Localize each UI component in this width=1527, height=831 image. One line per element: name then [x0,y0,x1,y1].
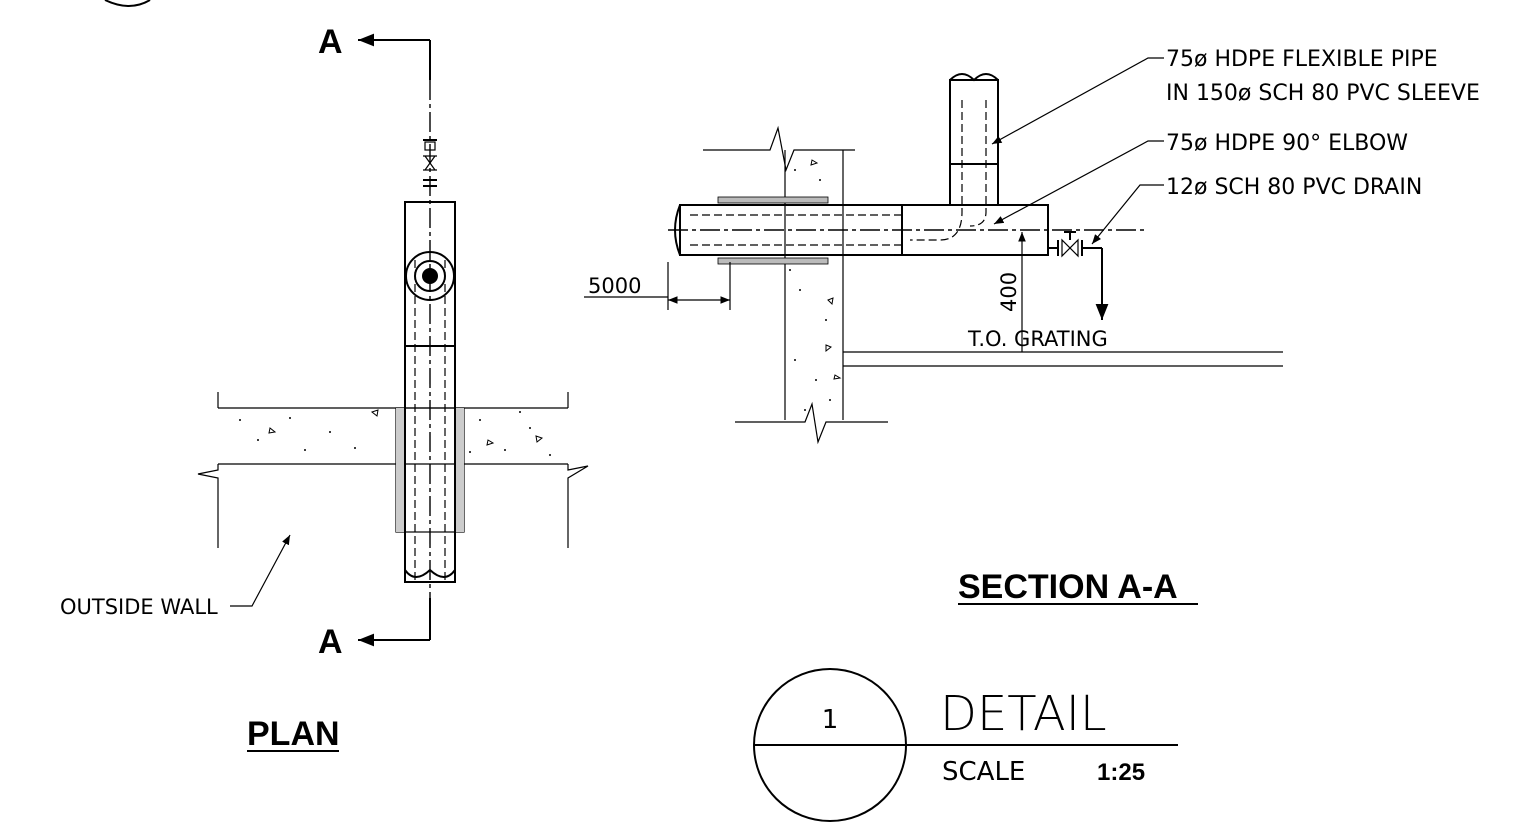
section-mark-top: A [318,23,343,61]
callout-elbow: 75ø HDPE 90° ELBOW [1166,131,1408,156]
section-title: SECTION A-A [958,568,1178,606]
section-mark-bottom: A [318,623,343,661]
section-riser [949,79,999,206]
detail-number: 1 [822,705,839,735]
wall-break-top [703,125,855,173]
plan-view: A A [60,23,589,753]
section-drain-valve [1048,231,1109,320]
dim-400-text: 400 [997,272,1021,312]
plan-drain-valve [423,139,437,187]
wall-break-left [197,464,219,548]
detail-scale-value: 1:25 [1097,759,1145,786]
section-view: 400 T.O. GRATING 5000 75ø HDPE FLEXIBLE … [584,47,1480,606]
section-concrete-hatch [789,159,842,411]
callout-pipe-line1: 75ø HDPE FLEXIBLE PIPE [1166,47,1438,72]
plan-title: PLAN [247,715,340,753]
wall-break-bottom [735,401,888,445]
callout-drain-leader [1091,184,1164,245]
detail-tag: 1 DETAIL SCALE 1:25 [753,668,1178,822]
callout-elbow-leader [993,140,1164,225]
partial-circle [104,0,151,7]
callout-pipe-leader [991,57,1164,145]
detail-scale-label: SCALE [942,757,1025,787]
callout-drain: 12ø SCH 80 PVC DRAIN [1166,175,1422,200]
grating-label: T.O. GRATING [967,327,1108,351]
detail-title: DETAIL [940,686,1107,742]
outside-wall-label: OUTSIDE WALL [60,595,218,619]
concrete-hatch [239,409,551,456]
outside-wall-leader [230,534,291,607]
wall-break-right [567,464,589,548]
callout-pipe-line2: IN 150ø SCH 80 PVC SLEEVE [1166,81,1480,106]
dim-5000-text: 5000 [588,274,641,298]
